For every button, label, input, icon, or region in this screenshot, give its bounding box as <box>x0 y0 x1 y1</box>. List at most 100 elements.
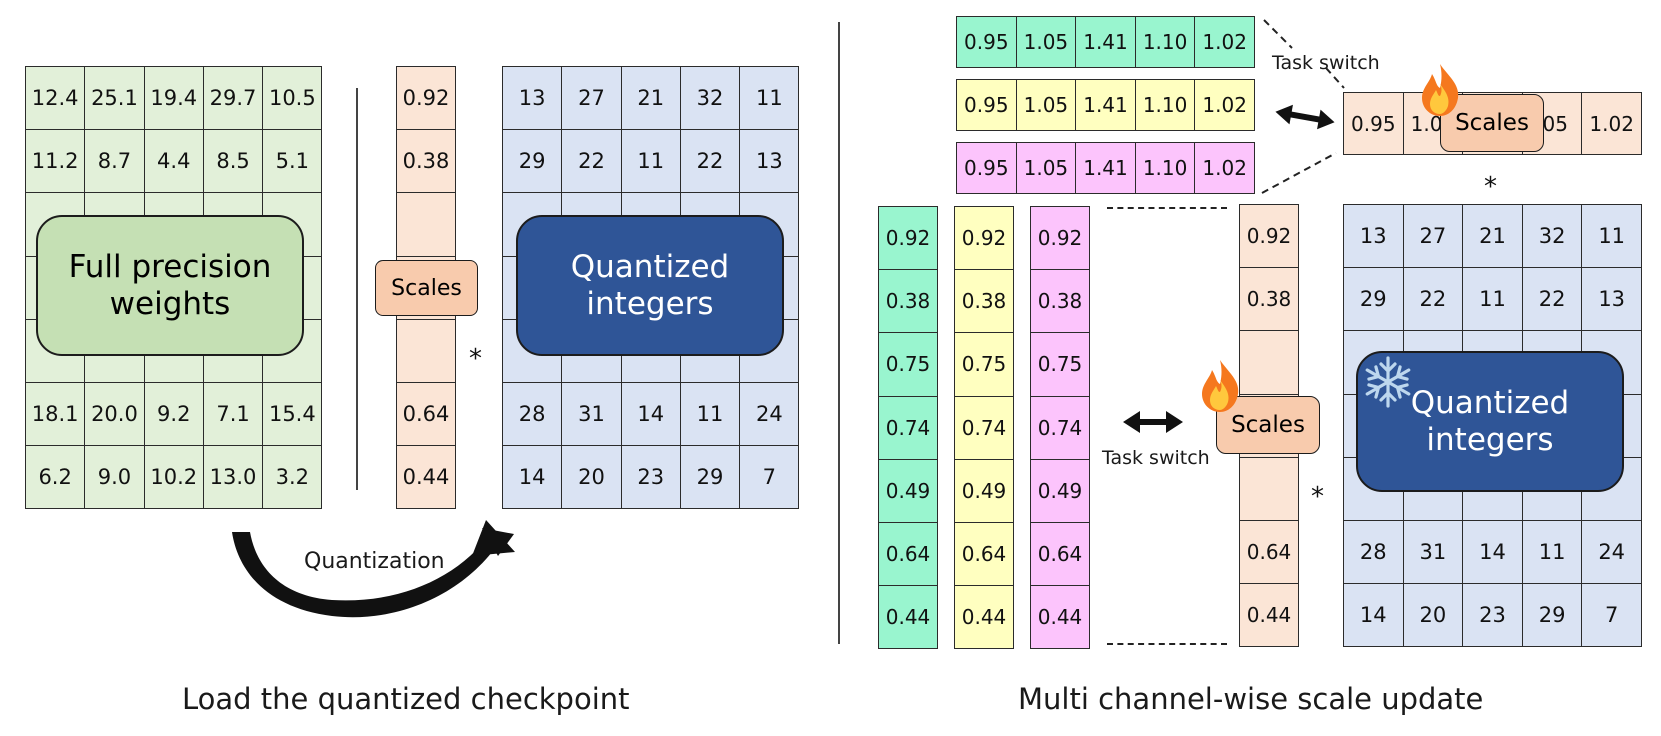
task-switch-label-top: Task switch <box>1272 52 1380 74</box>
left-scale-cell <box>396 318 456 383</box>
active-column-scales-label-box: Scales <box>1216 396 1320 454</box>
left-caption: Load the quantized checkpoint <box>182 682 630 716</box>
right-quantized-cell: 14 <box>1343 583 1404 648</box>
right-quantized-cell: 11 <box>1581 204 1642 269</box>
right-quantized-cell: 13 <box>1581 267 1642 332</box>
vertical-scale-cell: 0.74 <box>878 395 938 460</box>
right-quantized-cell: 29 <box>1521 583 1583 648</box>
vertical-scale-cell: 0.44 <box>878 585 938 650</box>
right-quantized-cell: 7 <box>1581 583 1642 648</box>
active-column-scale-cell: 0.92 <box>1239 204 1299 269</box>
full-precision-cell: 6.2 <box>25 445 86 510</box>
full-precision-cell: 15.4 <box>262 382 323 447</box>
dashed-line-top <box>1107 207 1227 209</box>
right-quantized-cell: 23 <box>1462 583 1523 648</box>
full-precision-cell: 13.0 <box>202 445 264 510</box>
left-scale-cell: 0.38 <box>396 129 456 194</box>
right-quantized-cell: 11 <box>1462 267 1523 332</box>
left-quantized-cell: 24 <box>739 382 800 447</box>
right-quantized-label-line2: integers <box>1426 421 1554 458</box>
full-precision-label-line2: weights <box>109 285 231 322</box>
left-scale-cell: 0.44 <box>396 445 456 510</box>
right-multiply-sign-bottom: * <box>1311 482 1324 512</box>
left-quantized-cell: 21 <box>620 66 681 131</box>
active-row-scales-label: Scales <box>1455 110 1529 136</box>
left-quantized-cell: 11 <box>620 129 681 194</box>
right-quantized-cell: 14 <box>1462 520 1523 585</box>
full-precision-cell: 10.5 <box>262 66 323 131</box>
horizontal-scale-cell: 0.95 <box>956 79 1017 131</box>
right-quantized-cell: 32 <box>1521 204 1583 269</box>
horizontal-scale-cell: 1.10 <box>1134 79 1196 131</box>
vertical-scale-cell: 0.49 <box>878 458 938 523</box>
right-quantized-cell: 20 <box>1402 583 1464 648</box>
full-precision-cell: 12.4 <box>25 66 86 131</box>
full-precision-cell: 8.7 <box>84 129 145 194</box>
right-quantized-cell: 13 <box>1343 204 1404 269</box>
left-quantized-label-line1: Quantized <box>570 248 730 285</box>
vertical-scale-cell: 0.38 <box>1030 269 1090 334</box>
horizontal-scale-cell: 1.02 <box>1194 142 1255 194</box>
horizontal-scale-cell: 1.10 <box>1134 16 1196 68</box>
active-column-scale-cell: 0.64 <box>1239 520 1299 585</box>
vertical-scale-cell: 0.74 <box>1030 395 1090 460</box>
snowflake-icon <box>1365 356 1411 408</box>
left-scales-label-box: Scales <box>375 260 478 316</box>
right-caption: Multi channel-wise scale update <box>1018 682 1484 716</box>
horizontal-scale-cell: 1.02 <box>1194 16 1255 68</box>
vertical-scale-cell: 0.92 <box>954 206 1014 271</box>
left-quantized-cell: 22 <box>561 129 622 194</box>
left-quantized-cell: 28 <box>502 382 563 447</box>
active-row-scales-label-box: Scales <box>1440 94 1544 152</box>
left-scales-label: Scales <box>391 275 462 301</box>
full-precision-cell: 11.2 <box>25 129 86 194</box>
left-quantized-cell: 11 <box>679 382 741 447</box>
full-precision-cell: 20.0 <box>84 382 145 447</box>
task-switch-label-bottom: Task switch <box>1102 447 1210 469</box>
dashed-line-bottom <box>1107 643 1227 645</box>
horizontal-scale-cell: 0.95 <box>956 142 1017 194</box>
vertical-scale-cell: 0.75 <box>878 332 938 397</box>
panel-divider-line <box>838 22 840 644</box>
active-column-scale-cell: 0.38 <box>1239 267 1299 332</box>
vertical-scale-cell: 0.92 <box>878 206 938 271</box>
full-precision-cell: 5.1 <box>262 129 323 194</box>
left-quantized-cell: 29 <box>502 129 563 194</box>
active-row-scale-cell: 1.02 <box>1581 92 1642 155</box>
right-quantized-cell: 27 <box>1402 204 1464 269</box>
active-column-scale-cell <box>1239 330 1299 395</box>
right-quantized-cell: 29 <box>1343 267 1404 332</box>
full-precision-cell: 7.1 <box>202 382 264 447</box>
vertical-scale-cell: 0.44 <box>1030 585 1090 650</box>
horizontal-scale-cell: 0.95 <box>956 16 1017 68</box>
right-multiply-sign-top: * <box>1484 172 1497 202</box>
full-precision-cell: 8.5 <box>202 129 264 194</box>
left-quantized-cell: 20 <box>561 445 622 510</box>
horizontal-scale-cell: 1.41 <box>1075 142 1136 194</box>
right-quantized-cell: 21 <box>1462 204 1523 269</box>
right-quantized-cell: 22 <box>1402 267 1464 332</box>
flame-icon <box>1422 64 1459 116</box>
active-column-scale-cell <box>1239 456 1299 521</box>
full-precision-cell: 29.7 <box>202 66 264 131</box>
left-multiply-sign: * <box>469 344 482 374</box>
full-precision-cell: 10.2 <box>143 445 204 510</box>
vertical-scale-cell: 0.38 <box>954 269 1014 334</box>
full-precision-label-line1: Full precision <box>68 248 272 285</box>
vertical-scale-cell: 0.49 <box>1030 458 1090 523</box>
right-quantized-cell: 11 <box>1521 520 1583 585</box>
left-divider-line <box>356 88 358 490</box>
right-quantized-cell: 28 <box>1343 520 1404 585</box>
full-precision-label-box: Full precision weights <box>36 215 304 356</box>
horizontal-scale-cell: 1.05 <box>1015 79 1077 131</box>
active-column-scale-cell: 0.44 <box>1239 583 1299 648</box>
vertical-scale-cell: 0.75 <box>954 332 1014 397</box>
vertical-scale-cell: 0.64 <box>954 522 1014 587</box>
left-quantized-cell: 7 <box>739 445 800 510</box>
full-precision-cell: 19.4 <box>143 66 204 131</box>
